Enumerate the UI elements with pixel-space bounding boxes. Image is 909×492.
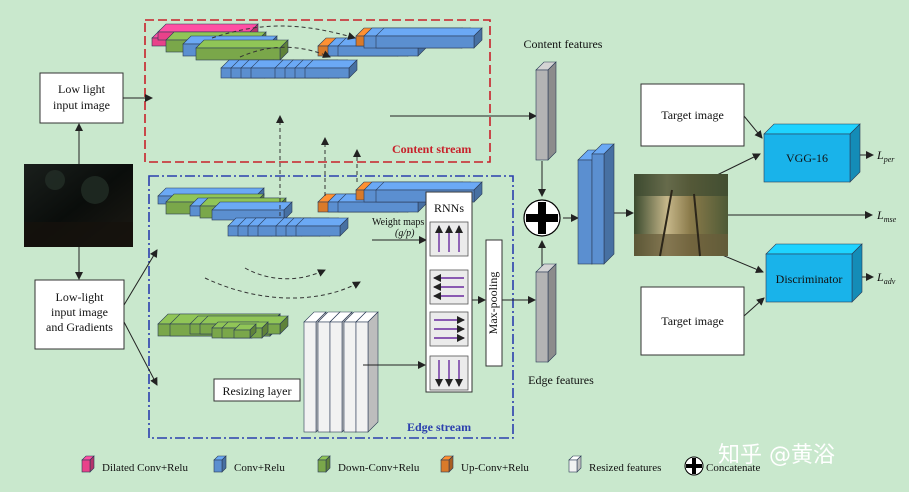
- rnn-cell-right: [429, 311, 469, 347]
- content-features-label: Content features: [524, 37, 603, 51]
- loss-per: Lper: [876, 148, 895, 164]
- content-layer-18: [375, 27, 483, 49]
- target-image-box-bottom: [640, 286, 745, 356]
- weight-maps-label: Weight maps: [372, 217, 424, 228]
- enhanced-output-photo: [634, 174, 728, 257]
- loss-adv: Ladv: [876, 270, 896, 286]
- content-feature-bar: [535, 61, 557, 161]
- edge-feature-bar: [535, 263, 557, 363]
- resizing-layer-label: Resizing layer: [223, 384, 292, 398]
- target-image-label-bottom: Target image: [661, 314, 724, 328]
- low-light-input-box: [39, 72, 124, 124]
- gradient-box-label-3: and Gradients: [46, 320, 113, 334]
- feature-bars: [535, 61, 615, 363]
- gradient-box-label-2: input image: [51, 305, 108, 319]
- edge-down-layer-6: [233, 323, 257, 339]
- concatenate-symbol: [523, 199, 561, 237]
- legend-item-5: Concatenate: [684, 456, 760, 476]
- target-image-box-top: [640, 83, 745, 147]
- legend-swatch-4: [568, 455, 582, 473]
- edge-stream-frame: [148, 175, 514, 439]
- low-light-input-photo: [24, 164, 133, 247]
- input-arrows: [75, 94, 874, 386]
- watermark: 知乎 @黄浴: [718, 443, 835, 468]
- fused-feature-bar-2: [591, 143, 615, 265]
- loss-network-blocks: [763, 123, 863, 303]
- legend-label-2: Down-Conv+Relu: [338, 462, 420, 474]
- legend-item-1: Conv+Relu: [213, 455, 285, 474]
- low-light-input-label-1: Low light: [58, 82, 106, 96]
- edge-stream-label: Edge stream: [407, 420, 471, 434]
- rnn-label: RNNs: [434, 201, 464, 215]
- low-light-gradient-box: [34, 279, 125, 350]
- content-stream-label: Content stream: [392, 142, 471, 156]
- weight-maps-sub: (g/p): [395, 228, 415, 239]
- target-image-label-top: Target image: [661, 108, 724, 122]
- legend-swatch-1: [213, 455, 227, 473]
- legend-swatch-3: [440, 455, 454, 473]
- rnn-cell-down: [429, 355, 469, 391]
- legend-label-4: Resized features: [589, 462, 661, 474]
- legend-item-0: Dilated Conv+Relu: [81, 455, 188, 474]
- low-light-input-label-2: input image: [53, 98, 110, 112]
- content-layer-12: [304, 59, 358, 79]
- edge-features-label: Edge features: [528, 373, 594, 387]
- legend-swatch-0: [81, 455, 95, 473]
- legend-swatch-2: [317, 455, 331, 473]
- legend: Dilated Conv+Relu Conv+Relu Down-Conv+Relu…: [81, 455, 760, 476]
- legend-label-1: Conv+Relu: [234, 462, 285, 474]
- discriminator-block: [765, 243, 863, 303]
- resizing-layer-box: [213, 378, 301, 402]
- rnn-cell-up: [429, 221, 469, 257]
- max-pooling-label: Max-pooling: [486, 272, 500, 335]
- vgg-label: VGG-16: [786, 151, 828, 165]
- legend-label-5: Concatenate: [706, 462, 760, 474]
- content-stream-frame: [144, 19, 491, 163]
- rnn-cell-left: [429, 269, 469, 305]
- legend-label-0: Dilated Conv+Relu: [102, 462, 188, 474]
- resized-feature-4: [355, 311, 379, 433]
- legend-item-3: Up-Conv+Relu: [440, 455, 529, 474]
- edge-unet-layer-11: [295, 217, 349, 237]
- edge-unet-layer-4: [211, 201, 293, 221]
- vgg-16-block: [763, 123, 861, 183]
- content-layer-4: [195, 39, 289, 61]
- loss-mse: Lmse: [876, 208, 897, 224]
- legend-item-2: Down-Conv+Relu: [317, 455, 420, 474]
- gradient-box-label-1: Low-light: [56, 290, 105, 304]
- layer-blocks: [151, 23, 483, 433]
- rnn-cells: [429, 221, 469, 391]
- max-pooling-box: [485, 239, 503, 367]
- skip-connections: [204, 25, 361, 299]
- discriminator-label: Discriminator: [776, 272, 843, 286]
- legend-item-4: Resized features: [568, 455, 661, 474]
- legend-label-3: Up-Conv+Relu: [461, 462, 529, 474]
